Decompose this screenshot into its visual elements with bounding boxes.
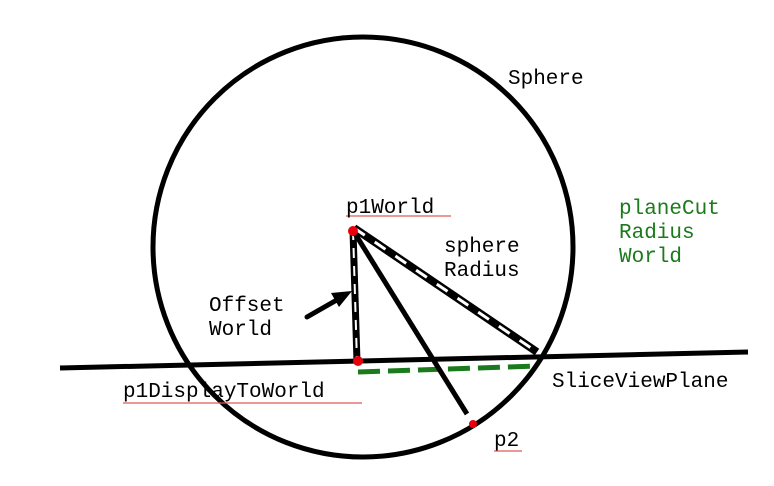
offset-world-label-line1: Offset: [209, 295, 285, 318]
plane-cut-label-line3: World: [619, 246, 682, 269]
p1-to-p2-line: [351, 230, 470, 416]
offset-world-label-line2: World: [209, 319, 272, 342]
p2-label: p2: [494, 430, 519, 453]
plane-cut-radius-line: [357, 363, 539, 375]
sphere-radius-line-dashes: [353, 226, 538, 354]
slice-view-plane-label: SliceViewPlane: [552, 371, 728, 394]
plane-cut-label-line1: planeCut: [619, 198, 720, 221]
sphere-radius-label-line2: Radius: [444, 260, 520, 283]
slice-view-plane-line: [59, 349, 749, 371]
p1-display-to-world-label: p1DisplayToWorld: [123, 381, 325, 404]
p1-display-to-world-point: [353, 356, 363, 366]
offset-world-line-dashes: [352, 229, 358, 363]
plane-cut-label-line2: Radius: [619, 222, 695, 245]
sphere-radius-label-line1: sphere: [444, 236, 520, 259]
sphere-circle: [150, 34, 576, 460]
p1-world-label: p1World: [346, 197, 434, 220]
sphere-label: Sphere: [508, 68, 584, 91]
p2-point: [469, 420, 477, 428]
offset-arrow-head: [331, 291, 352, 307]
p1-world-point: [348, 226, 358, 236]
